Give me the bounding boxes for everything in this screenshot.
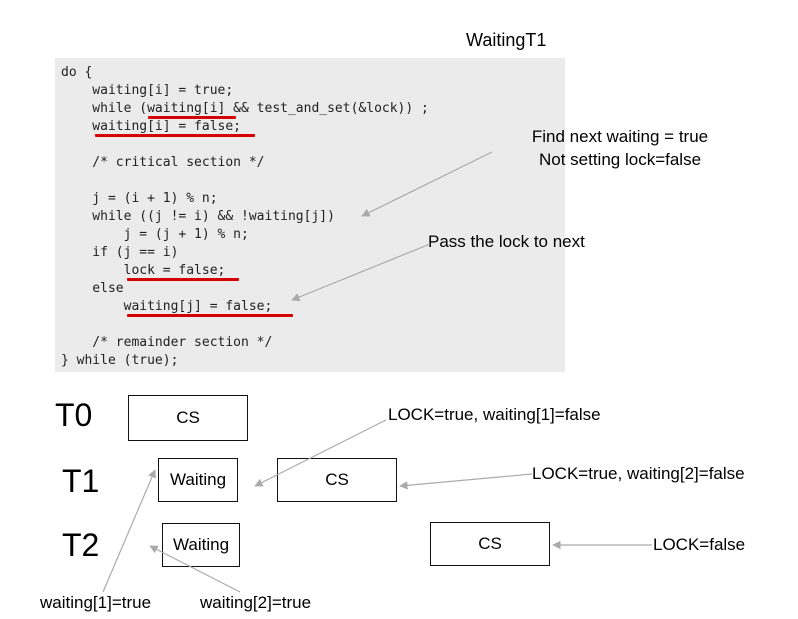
code-line: /* critical section */ — [61, 155, 265, 170]
code-line: } while (true); — [61, 353, 179, 368]
thread-label-t2: T2 — [62, 527, 100, 563]
underline-waiting-i — [148, 116, 236, 119]
arrow-find-next — [361, 151, 493, 217]
thread-label-t0: T0 — [55, 397, 93, 433]
code-line: j = (j + 1) % n; — [61, 227, 249, 242]
code-line: waiting[j] = false; — [61, 299, 273, 314]
t0-cs-box: CS — [128, 395, 248, 441]
t2-waiting-box: Waiting — [162, 523, 240, 567]
annotation-lock-false: LOCK=false — [653, 535, 746, 554]
t1-waiting-box: Waiting — [158, 458, 238, 502]
code-line: while ((j != i) && !waiting[j]) — [61, 209, 335, 224]
code-line: if (j == i) — [61, 245, 179, 260]
t1-waiting-label: Waiting — [169, 470, 227, 489]
t2-waiting-label: Waiting — [172, 535, 230, 554]
arrow-lock-true-waiting2 — [399, 473, 533, 490]
underline-waiting-j-false — [127, 314, 293, 317]
code-line: waiting[i] = true; — [61, 83, 234, 98]
arrow-pass-lock — [291, 243, 431, 302]
t2-cs-box: CS — [430, 522, 550, 566]
note-find-next-line2: Not setting lock=false — [538, 150, 702, 169]
code-panel: do { waiting[i] = true; while (waiting[i… — [55, 58, 565, 372]
arrow-waiting1-true — [102, 469, 156, 593]
note-pass-lock: Pass the lock to next — [428, 232, 585, 251]
code-line: else — [61, 281, 124, 296]
t2-cs-label: CS — [478, 534, 502, 553]
slide-title: WaitingT1 — [466, 30, 547, 50]
t1-cs-label: CS — [325, 470, 349, 489]
code-line: do { — [61, 65, 93, 80]
code-line: waiting[i] = false; — [61, 119, 242, 134]
code-line: /* remainder section */ — [61, 335, 273, 350]
note-find-next-line1: Find next waiting = true — [531, 127, 709, 146]
code-line: while (waiting[i] && test_and_set(&lock)… — [61, 101, 429, 116]
note-find-next: Find next waiting = true Not setting loc… — [505, 125, 735, 171]
underline-waiting-i-false — [95, 134, 255, 137]
annotation-lock-true-waiting1: LOCK=true, waiting[1]=false — [388, 405, 601, 424]
annotation-lock-true-waiting2: LOCK=true, waiting[2]=false — [532, 464, 745, 483]
code-line: lock = false; — [61, 263, 226, 278]
annotation-waiting1-true: waiting[1]=true — [40, 593, 152, 612]
underline-lock-false — [127, 278, 239, 281]
t0-cs-label: CS — [176, 408, 200, 427]
code-line: j = (i + 1) % n; — [61, 191, 218, 206]
arrow-waiting2-true — [149, 545, 241, 593]
annotation-waiting2-true: waiting[2]=true — [200, 593, 312, 612]
thread-label-t1: T1 — [62, 463, 100, 499]
arrow-lock-true-waiting1 — [254, 419, 387, 487]
